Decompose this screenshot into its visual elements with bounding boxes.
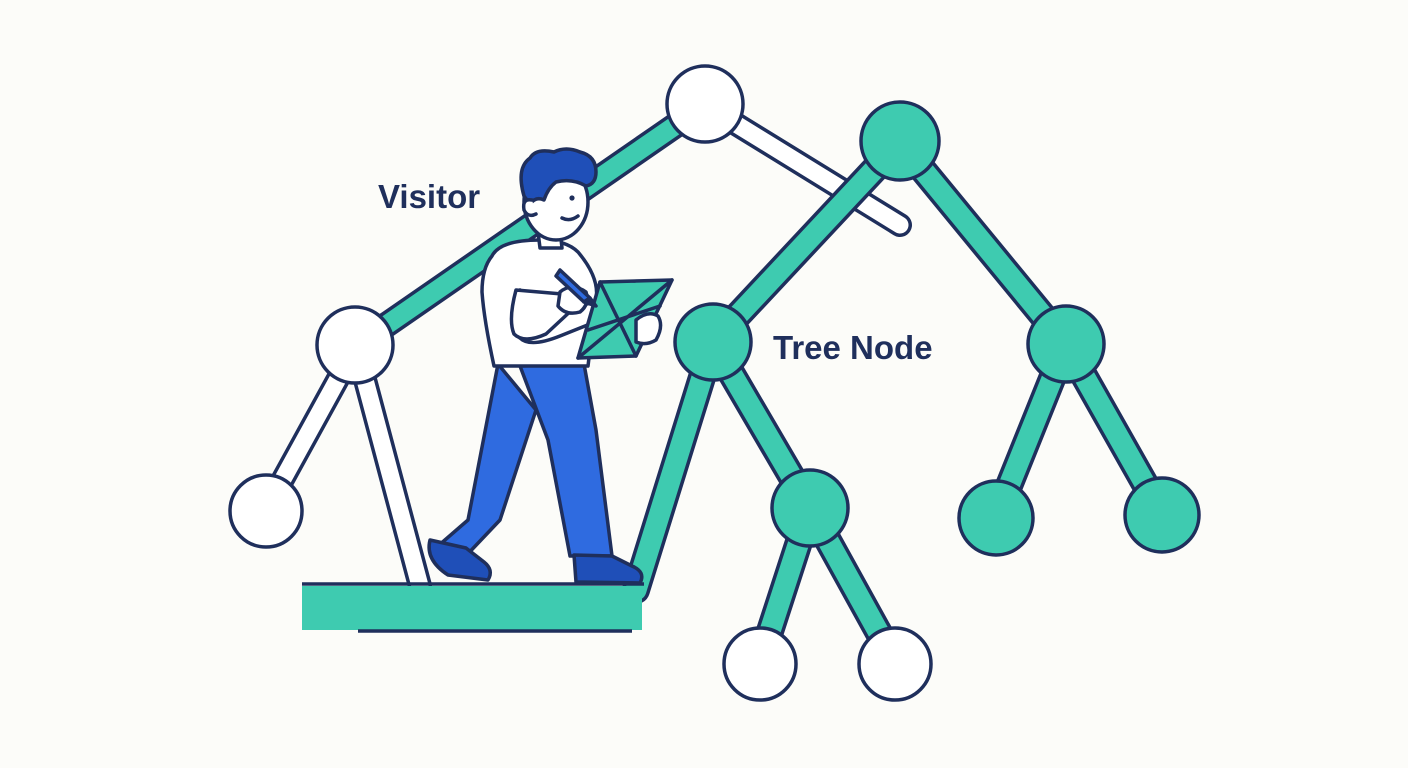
node-leaf-white-bottom-b <box>857 626 933 702</box>
edge-left-to-platform-fill <box>347 337 429 595</box>
person-ear <box>521 197 538 218</box>
node-leaf-teal-a <box>957 479 1035 557</box>
node-top-teal <box>859 100 941 182</box>
person-hair <box>519 147 598 206</box>
pencil-icon <box>554 268 598 308</box>
person-back-shoe <box>427 538 492 582</box>
node-left-white <box>315 305 395 385</box>
node-lower-teal <box>770 468 850 548</box>
visitor-label: Visitor <box>378 178 480 215</box>
person-front-leg <box>518 362 614 558</box>
person-back-leg <box>436 362 538 562</box>
platform-fill <box>302 586 642 630</box>
node-leaf-teal-b <box>1123 476 1201 554</box>
edge-platform-to-mid-fill <box>625 331 724 601</box>
node-right-teal <box>1026 304 1106 384</box>
edge-mid-to-top-fill <box>702 131 911 353</box>
tree-node-label: Tree Node <box>773 329 933 366</box>
node-leaf-white-far-left <box>228 473 304 549</box>
node-mid-teal <box>673 302 753 382</box>
clipboard-icon <box>576 278 674 360</box>
node-root-white <box>665 64 745 144</box>
clipboard-line-c <box>586 304 662 332</box>
person-front-shoe <box>572 553 644 585</box>
node-leaf-white-bottom-a <box>722 626 798 702</box>
visitor-person-icon <box>427 147 674 585</box>
edge-top-to-right-fill <box>889 131 1077 355</box>
person-smile <box>560 214 580 222</box>
pencil-tip <box>582 296 598 308</box>
tree-nodes <box>228 64 1201 702</box>
person-eye <box>569 195 575 201</box>
platform <box>302 582 644 633</box>
person-front-hand <box>634 312 663 346</box>
